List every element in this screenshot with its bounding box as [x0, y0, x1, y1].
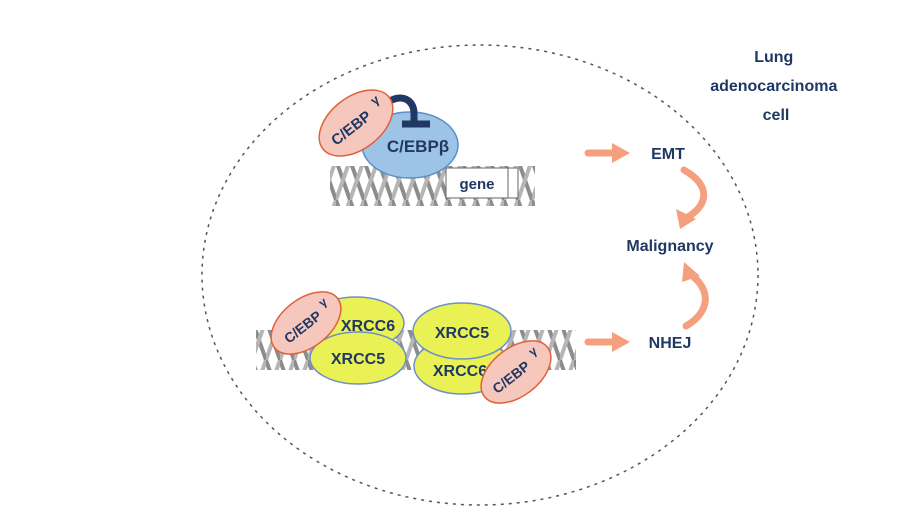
cebpg-protein-bottom-right: C/EBP γ	[480, 340, 552, 404]
malignancy-label: Malignancy	[626, 238, 713, 255]
arrow-nhej-to-malignancy	[682, 262, 709, 330]
emt-label: EMT	[651, 146, 685, 163]
xrcc6-label-right: XRCC6	[433, 363, 487, 380]
cebpg-protein-top: C/EBP γ	[318, 89, 394, 157]
gene-box	[445, 167, 509, 199]
xrcc5-protein-right	[412, 302, 512, 360]
xrcc5-protein-left	[309, 331, 407, 385]
cell-membrane-outline	[201, 44, 759, 506]
cebpb-label: C/EBPβ	[387, 137, 449, 156]
gene-label: gene	[459, 176, 494, 193]
arrow-emt-to-malignancy	[676, 166, 708, 229]
cebpg-protein-bottom-left: C/EBP γ	[270, 291, 342, 355]
cell-label: Lung adenocarcinoma cell	[710, 49, 842, 124]
arrow-to-nhej	[584, 332, 630, 352]
xrcc5-label-right: XRCC5	[435, 325, 489, 342]
nhej-label: NHEJ	[649, 335, 692, 352]
arrow-to-emt	[584, 143, 630, 163]
xrcc5-label-left: XRCC5	[331, 351, 385, 368]
xrcc6-label-left: XRCC6	[341, 318, 395, 335]
